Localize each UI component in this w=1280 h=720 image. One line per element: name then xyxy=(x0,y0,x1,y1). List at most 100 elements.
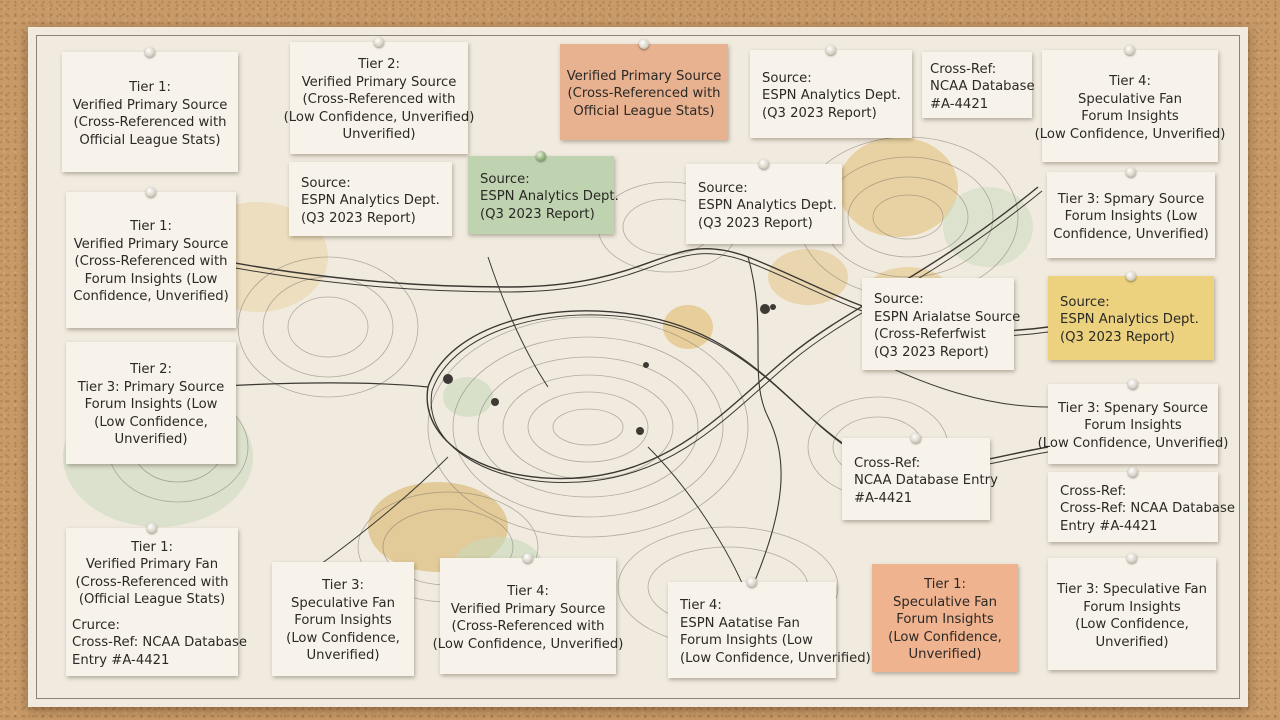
note-line: Tier 3: Primary Source xyxy=(77,379,225,395)
sticky-note[interactable]: Tier 1: Speculative Fan Forum Insights (… xyxy=(872,564,1018,672)
note-line: Forum Insights xyxy=(1081,109,1179,124)
note-line: Tier 1: xyxy=(130,219,172,235)
sticky-note[interactable]: Source: ESPN Arialatse Source (Cross-Ref… xyxy=(862,278,1020,370)
sticky-note[interactable]: Cross-Ref: Cross-Ref: NCAA Database Entr… xyxy=(1048,467,1235,542)
note-line: Cross-Ref: NCAA Database xyxy=(72,635,247,651)
note-line: Cross-Ref: xyxy=(930,61,997,77)
note-line: Unverified) xyxy=(114,432,188,448)
note-line: Source: xyxy=(762,70,812,86)
sticky-note[interactable]: Tier 1: Verified Primary Fan (Cross-Refe… xyxy=(66,523,247,676)
note-line: (Low Confidence, xyxy=(94,414,208,430)
note-line: ESPN Analytics Dept. xyxy=(698,198,837,214)
sticky-note[interactable]: Tier 4: Speculative Fan Forum Insights (… xyxy=(1035,45,1225,162)
note-line: Tier 1: xyxy=(129,80,171,95)
note-line: Verified Primary Fan xyxy=(85,557,219,573)
pushpin-icon xyxy=(911,433,921,443)
pushpin-icon xyxy=(523,553,533,563)
note-line: Tier 4: xyxy=(507,584,549,599)
note-subsection: Crurce: Cross-Ref: NCAA Database Entry #… xyxy=(72,617,247,670)
note-line: Tier 2: xyxy=(130,362,172,378)
note-line: (Low Confidence, xyxy=(286,630,400,646)
note-line: (Cross-Referenced with xyxy=(75,574,229,590)
note-line: Source: xyxy=(1060,294,1110,310)
note-line: Cross-Ref: xyxy=(854,455,921,471)
note-line: Tier 1: xyxy=(924,577,966,593)
pushpin-icon xyxy=(146,187,156,197)
note-line: Confidence, Unverified) xyxy=(1053,226,1209,242)
sticky-note[interactable]: Cross-Ref: NCAA Database #A-4421 xyxy=(922,52,1035,118)
note-line: Tier 4: xyxy=(1109,74,1151,89)
sticky-note[interactable]: Source: ESPN Analytics Dept. (Q3 2023 Re… xyxy=(289,162,452,236)
note-line: Forum Insights xyxy=(1083,599,1181,615)
note-line: Unverified) xyxy=(1095,634,1169,650)
note-line: (Q3 2023 Report) xyxy=(480,206,595,222)
note-line: #A-4421 xyxy=(930,96,989,112)
sticky-note[interactable]: Tier 3: Speculative Fan Forum Insights (… xyxy=(272,562,414,676)
pushpin-icon xyxy=(145,47,155,57)
sticky-note[interactable]: Source: ESPN Analytics Dept. (Q3 2023 Re… xyxy=(750,45,912,138)
sticky-note[interactable]: Tier 4: Verified Primary Source (Cross-R… xyxy=(433,553,623,674)
note-line: Tier 3: xyxy=(322,578,364,594)
note-line: (Low Confidence, Unverified) xyxy=(432,636,624,652)
note-line: Entry #A-4421 xyxy=(1060,518,1158,534)
pushpin-icon xyxy=(1128,467,1138,477)
note-line: Verified Primary Source xyxy=(72,97,228,113)
sticky-note[interactable]: Verified Primary Source (Cross-Reference… xyxy=(560,39,728,140)
note-line: (Cross-Referfwist xyxy=(874,327,986,342)
note-line: Unverified) xyxy=(908,647,982,663)
note-line: Speculative Fan xyxy=(1078,91,1182,107)
note-line: Entry #A-4421 xyxy=(72,652,170,668)
sticky-note[interactable]: Source: ESPN Analytics Dept. (Q3 2023 Re… xyxy=(686,159,842,244)
pushpin-icon xyxy=(1126,271,1136,281)
note-line: ESPN Analytics Dept. xyxy=(1060,312,1199,328)
pushpin-icon xyxy=(639,39,649,49)
note-line: (Cross-Referenced with xyxy=(74,254,228,270)
note-line: Verified Primary Source xyxy=(73,236,229,252)
note-line: Verified Primary Source xyxy=(566,68,722,84)
note-line: Cross-Ref: xyxy=(1060,483,1127,499)
note-line: Official League Stats) xyxy=(79,132,221,148)
note-line: Source: xyxy=(480,171,530,187)
note-line: Crurce: xyxy=(72,617,120,633)
note-line: Forum Insights xyxy=(1084,418,1182,434)
sticky-note[interactable]: Tier 1: Verified Primary Source (Cross-R… xyxy=(62,47,238,172)
pushpin-icon xyxy=(1126,167,1136,177)
sticky-note[interactable]: Tier 4: ESPN Aatatise Fan Forum Insights… xyxy=(668,577,871,678)
note-line: Cross-Ref: NCAA Database xyxy=(1060,501,1235,517)
note-line: Forum Insights (Low xyxy=(84,397,218,413)
note-line: NCAA Database xyxy=(930,79,1035,95)
sticky-note[interactable]: Tier 2: Verified Primary Source (Cross-R… xyxy=(284,37,474,154)
note-line: Official League Stats) xyxy=(573,103,715,119)
note-line: (Low Confidence, Unverified) xyxy=(1037,435,1229,451)
note-line: Source: xyxy=(301,175,351,191)
note-line: (Q3 2023 Report) xyxy=(1060,329,1175,345)
map-markers xyxy=(443,304,776,435)
note-line: Forum Insights (Low xyxy=(1064,209,1198,225)
note-line: (Q3 2023 Report) xyxy=(762,105,877,121)
note-line: (Cross-Referenced with xyxy=(451,619,605,634)
pushpin-icon xyxy=(747,577,757,587)
pushpin-icon xyxy=(374,37,384,47)
sticky-note[interactable]: Source: ESPN Analytics Dept. (Q3 2023 Re… xyxy=(1048,271,1214,360)
note-line: Tier 4: xyxy=(680,598,722,613)
map-frame xyxy=(36,35,1240,699)
sticky-note[interactable]: Tier 3: Spenary Source Forum Insights (L… xyxy=(1038,379,1228,464)
note-line: (Low Confidence, Unverified) xyxy=(1034,126,1226,142)
sticky-note[interactable]: Tier 2: Tier 3: Primary Source Forum Ins… xyxy=(66,342,236,464)
pushpin-icon xyxy=(1125,45,1135,55)
pushpin-icon xyxy=(1128,379,1138,389)
sticky-note[interactable]: Tier 3: Spmary Source Forum Insights (Lo… xyxy=(1047,167,1215,258)
sticky-note[interactable]: Cross-Ref: NCAA Database Entry #A-4421 xyxy=(842,433,998,520)
note-line: (Cross-Referenced with xyxy=(73,115,227,130)
note-line: ESPN Analytics Dept. xyxy=(301,193,440,209)
sticky-note[interactable]: Tier 3: Speculative Fan Forum Insights (… xyxy=(1048,553,1216,670)
note-line: (Official League Stats) xyxy=(78,592,226,608)
note-line: Tier 3: Spmary Source xyxy=(1057,191,1205,207)
sticky-note[interactable]: Tier 1: Verified Primary Source (Cross-R… xyxy=(66,187,236,328)
note-line: (Low Confidence, xyxy=(1075,617,1189,632)
note-line: Tier 2: xyxy=(358,57,400,73)
note-line: ESPN Analytics Dept. xyxy=(480,189,619,205)
note-line: (Q3 2023 Report) xyxy=(698,215,813,231)
note-line: Unverified) xyxy=(342,127,416,143)
sticky-note[interactable]: Source: ESPN Analytics Dept. (Q3 2023 Re… xyxy=(468,151,619,234)
